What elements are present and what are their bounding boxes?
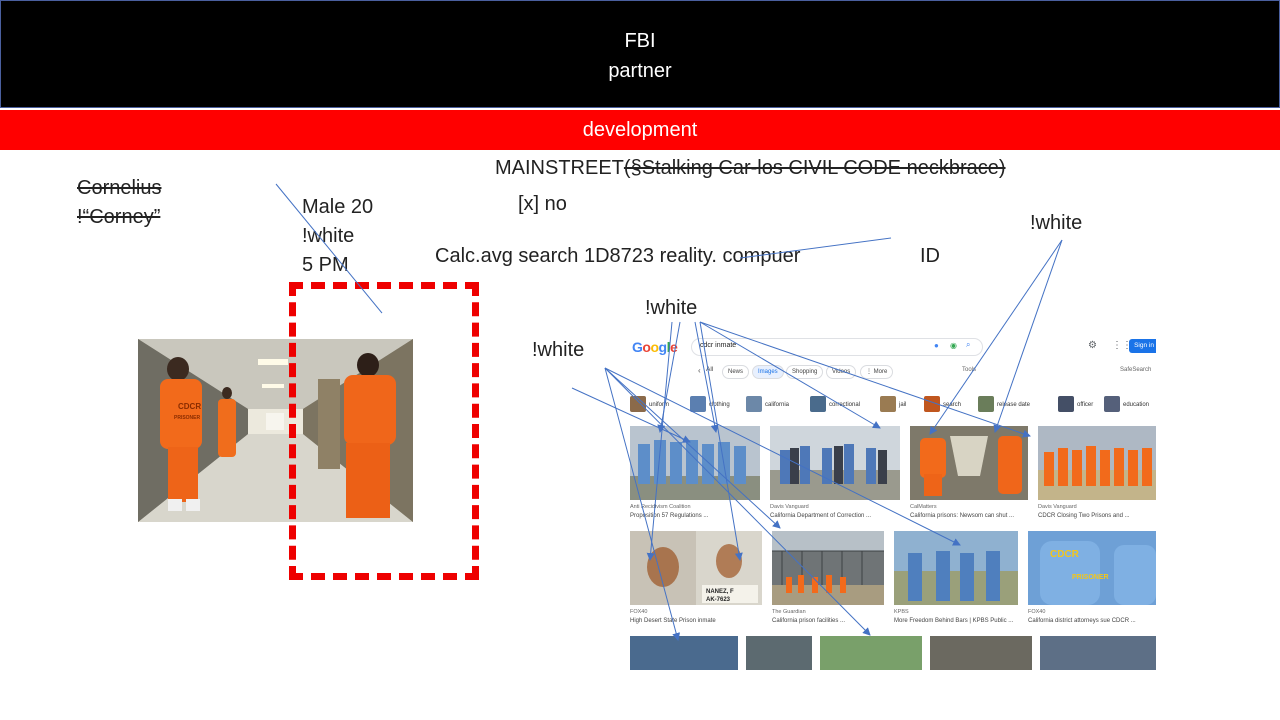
- related-chip-education[interactable]: education: [1104, 396, 1149, 414]
- result-source-7: KPBS: [894, 609, 909, 615]
- result-source-6: The Guardian: [772, 609, 806, 615]
- related-chip-label: release date: [997, 402, 1031, 408]
- id-label: ID: [920, 245, 940, 267]
- profile-line-3: 5 PM: [302, 254, 349, 276]
- tab-more-label: More: [873, 369, 888, 375]
- shirt-text-bottom: PRISONER: [1072, 574, 1109, 581]
- tab-shopping[interactable]: Shopping: [786, 365, 824, 379]
- result-source-3: CalMatters: [910, 504, 937, 510]
- related-chip-search[interactable]: search: [924, 396, 961, 414]
- related-chip-label: uniform: [649, 402, 670, 408]
- result-thumb-1[interactable]: [630, 426, 760, 500]
- result-caption-5[interactable]: High Desert State Prison inmate: [630, 618, 716, 624]
- related-chip-california[interactable]: california: [746, 396, 789, 414]
- result-thumb-13[interactable]: [1040, 636, 1156, 670]
- mainstreet-struck: (§Stalking Car-los CIVIL CODE neckbrace): [623, 157, 1006, 179]
- dashed-highlight-box: [289, 282, 479, 580]
- google-logo[interactable]: Google: [632, 339, 678, 355]
- search-bar[interactable]: cdcr inmate ● ◉ ⌕: [691, 338, 983, 356]
- related-chip-label: education: [1123, 402, 1150, 408]
- result-thumb-8[interactable]: CDCR PRISONER: [1028, 531, 1156, 605]
- calc-line: Calc.avg search 1D8723 reality. compuer: [435, 245, 801, 267]
- google-image-search-screenshot: Google cdcr inmate ● ◉ ⌕ ⚙ ⋮⋮ Sign in ‹ …: [626, 330, 1156, 670]
- result-thumb-5[interactable]: NANEZ, F AK-7623: [630, 531, 762, 605]
- left-shirt-text-2: PRISONER: [174, 415, 201, 421]
- result-source-4: Davis Vanguard: [1038, 504, 1077, 510]
- tab-images[interactable]: Images: [752, 365, 784, 379]
- related-chip-jail[interactable]: jail: [880, 396, 906, 414]
- result-thumb-9[interactable]: [630, 636, 738, 670]
- search-icon[interactable]: ⌕: [966, 340, 971, 349]
- related-chip-label: clothing: [709, 402, 730, 408]
- related-chip-correctional[interactable]: correctional: [810, 396, 860, 414]
- tab-all[interactable]: All: [706, 366, 714, 373]
- tab-videos[interactable]: Videos: [826, 365, 857, 379]
- shirt-text-top: CDCR: [1050, 549, 1080, 560]
- tools-link[interactable]: Tools: [962, 367, 977, 373]
- result-thumb-6[interactable]: [772, 531, 884, 605]
- search-query: cdcr inmate: [700, 342, 737, 349]
- related-chip-label: california: [765, 402, 790, 408]
- related-chip-label: correctional: [829, 402, 861, 408]
- gear-icon[interactable]: ⚙: [1088, 340, 1097, 351]
- checkbox-line: [x] no: [518, 193, 567, 215]
- white-label-right: !white: [1030, 212, 1083, 234]
- result-thumb-10[interactable]: [746, 636, 812, 670]
- back-arrow-icon[interactable]: ‹: [698, 366, 701, 375]
- apps-grid-icon[interactable]: ⋮⋮: [1112, 340, 1132, 351]
- top-banner: FBI partner: [0, 0, 1280, 108]
- related-chip-officer[interactable]: officer: [1058, 396, 1093, 414]
- mugshot-number: AK-7623: [706, 597, 731, 603]
- profile-line-1: Male 20: [302, 196, 374, 218]
- result-thumb-4[interactable]: [1038, 426, 1156, 500]
- mic-icon[interactable]: ●: [934, 341, 939, 350]
- related-chip-label: search: [943, 402, 962, 408]
- result-thumb-11[interactable]: [820, 636, 922, 670]
- lens-icon[interactable]: ◉: [950, 341, 957, 350]
- result-caption-8[interactable]: California district attorneys sue CDCR .…: [1028, 618, 1136, 624]
- development-banner: development: [0, 110, 1280, 150]
- result-caption-2[interactable]: California Department of Correction ...: [770, 513, 872, 519]
- result-thumb-3[interactable]: [910, 426, 1028, 500]
- name-line-1: Cornelius: [77, 177, 162, 199]
- safesearch-link[interactable]: SafeSearch: [1120, 367, 1152, 373]
- white-label-left: !white: [532, 339, 585, 361]
- related-chip-release-date[interactable]: release date: [978, 396, 1030, 414]
- result-source-8: FOX40: [1028, 609, 1046, 615]
- mugshot-name: NANEZ, F: [706, 589, 734, 595]
- result-caption-6[interactable]: California prison facilities ...: [772, 618, 846, 624]
- result-source-2: Davis Vanguard: [770, 504, 809, 510]
- result-caption-3[interactable]: California prisons: Newsom can shut ...: [910, 513, 1015, 519]
- inmate-hallway-photo: CDCR PRISONER: [138, 339, 413, 522]
- result-thumb-7[interactable]: [894, 531, 1018, 605]
- left-shirt-text: CDCR: [178, 402, 201, 411]
- tab-more[interactable]: ⋮ More: [860, 365, 894, 379]
- profile-line-2: !white: [302, 225, 355, 247]
- result-caption-7[interactable]: More Freedom Behind Bars | KPBS Public .…: [894, 618, 1014, 624]
- name-line-2: !“Corney”: [77, 206, 161, 228]
- related-chip-uniform[interactable]: uniform: [630, 396, 669, 414]
- result-caption-1[interactable]: Proposition 57 Regulations ...: [630, 513, 709, 519]
- related-chip-clothing[interactable]: clothing: [690, 396, 730, 414]
- banner-line-1: FBI: [624, 30, 656, 52]
- tab-news[interactable]: News: [722, 365, 750, 379]
- related-chip-label: officer: [1077, 402, 1094, 408]
- result-source-5: FOX40: [630, 609, 648, 615]
- result-caption-4[interactable]: CDCR Closing Two Prisons and ...: [1038, 513, 1130, 519]
- white-label-center: !white: [645, 297, 698, 319]
- result-thumb-2[interactable]: [770, 426, 900, 500]
- sign-in-button[interactable]: Sign in: [1129, 339, 1156, 353]
- mainstreet-line: MAINSTREET(§Stalking Car-los CIVIL CODE …: [495, 157, 1006, 180]
- related-chip-label: jail: [899, 402, 907, 408]
- result-thumb-12[interactable]: [930, 636, 1032, 670]
- banner-line-2: partner: [608, 60, 672, 82]
- mainstreet-prefix: MAINSTREET: [495, 157, 624, 179]
- result-source-1: Anti Recidivism Coalition: [630, 504, 691, 510]
